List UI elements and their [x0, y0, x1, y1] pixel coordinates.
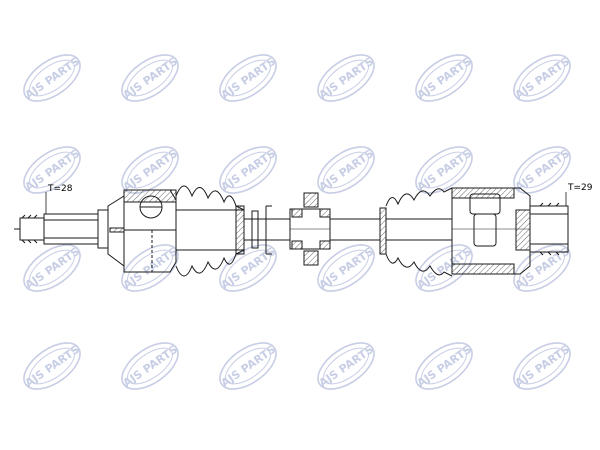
- svg-text:AJS PARTS: AJS PARTS: [219, 147, 278, 194]
- watermark-logo: AJS PARTS: [121, 342, 180, 390]
- right-boot: [379, 187, 453, 277]
- svg-text:AJS PARTS: AJS PARTS: [317, 343, 376, 390]
- svg-text:AJS PARTS: AJS PARTS: [415, 147, 474, 194]
- svg-text:AJS PARTS: AJS PARTS: [23, 55, 82, 102]
- svg-text:AJS PARTS: AJS PARTS: [121, 245, 180, 292]
- watermark-logo: AJS PARTS: [23, 54, 82, 102]
- watermark-logo: AJS PARTS: [219, 146, 278, 194]
- watermark-logo: AJS PARTS: [219, 244, 278, 292]
- svg-text:AJS PARTS: AJS PARTS: [121, 55, 180, 102]
- svg-text:AJS PARTS: AJS PARTS: [219, 245, 278, 292]
- watermark-layer: AJS PARTS AJS PARTS AJS PARTS AJS PARTS AJS …: [23, 54, 572, 390]
- svg-text:AJS PARTS: AJS PARTS: [219, 55, 278, 102]
- watermark-logo: AJS PARTS: [415, 54, 474, 102]
- watermark-logo: AJS PARTS: [23, 244, 82, 292]
- svg-text:AJS PARTS: AJS PARTS: [513, 55, 572, 102]
- damper-weight: [289, 192, 331, 266]
- svg-text:AJS PARTS: AJS PARTS: [317, 147, 376, 194]
- watermark-logo: AJS PARTS: [317, 54, 376, 102]
- watermark-logo: AJS PARTS: [513, 342, 572, 390]
- watermark-logo: AJS PARTS: [317, 146, 376, 194]
- left-teeth-label: T=28: [47, 184, 73, 194]
- svg-text:AJS PARTS: AJS PARTS: [415, 343, 474, 390]
- svg-text:AJS PARTS: AJS PARTS: [23, 245, 82, 292]
- svg-text:AJS PARTS: AJS PARTS: [317, 55, 376, 102]
- watermark-logo: AJS PARTS: [121, 54, 180, 102]
- right-teeth-label: T=29: [567, 183, 593, 193]
- svg-text:AJS PARTS: AJS PARTS: [121, 343, 180, 390]
- svg-text:AJS PARTS: AJS PARTS: [513, 343, 572, 390]
- watermark-logo: AJS PARTS: [219, 54, 278, 102]
- watermark-logo: AJS PARTS: [121, 244, 180, 292]
- left-boot: [175, 185, 245, 277]
- svg-text:AJS PARTS: AJS PARTS: [121, 147, 180, 194]
- watermark-logo: AJS PARTS: [317, 342, 376, 390]
- svg-text:AJS PARTS: AJS PARTS: [23, 343, 82, 390]
- svg-text:AJS PARTS: AJS PARTS: [415, 55, 474, 102]
- inner-tripod-joint: [451, 187, 531, 275]
- right-stub-shaft: [529, 192, 569, 256]
- svg-text:AJS PARTS: AJS PARTS: [219, 343, 278, 390]
- outer-cv-joint: [107, 189, 177, 273]
- svg-text:AJS PARTS: AJS PARTS: [513, 147, 572, 194]
- watermark-logo: AJS PARTS: [513, 54, 572, 102]
- watermark-logo: AJS PARTS: [219, 342, 278, 390]
- svg-text:AJS PARTS: AJS PARTS: [317, 245, 376, 292]
- main-shaft: [244, 205, 380, 255]
- watermark-logo: AJS PARTS: [23, 342, 82, 390]
- left-stub-shaft: [14, 192, 109, 249]
- watermark-logo: AJS PARTS: [415, 342, 474, 390]
